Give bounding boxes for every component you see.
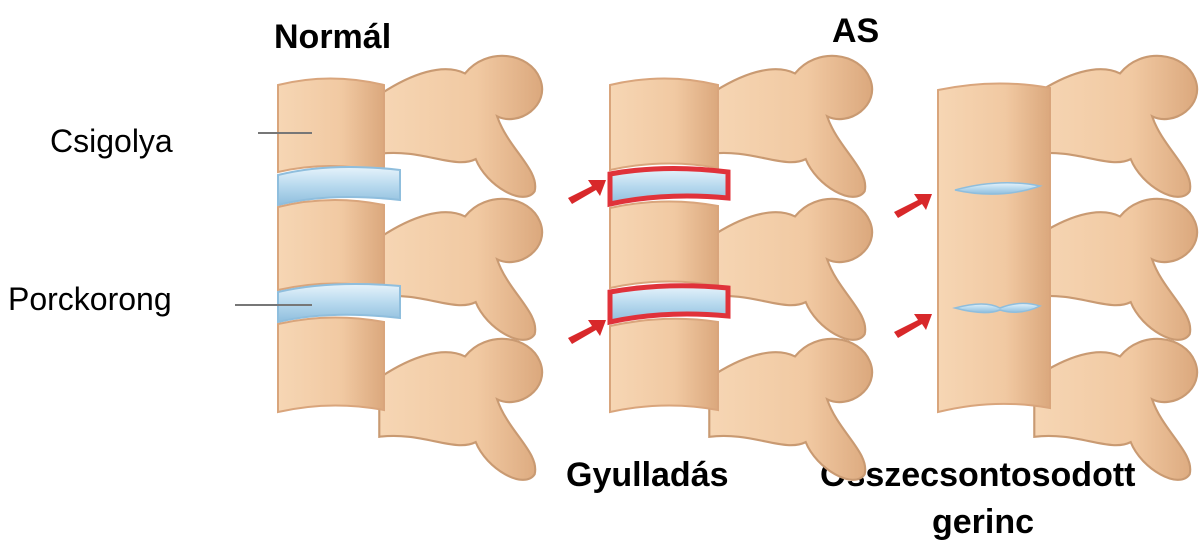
spine-inflammation <box>568 56 872 480</box>
spine-normal <box>235 56 542 480</box>
vertebra-body <box>278 317 384 412</box>
inflamed-disc <box>610 286 728 322</box>
spine-fused <box>894 56 1197 480</box>
vertebra-body <box>278 200 384 290</box>
vertebra-body <box>278 79 384 173</box>
disc <box>278 284 400 322</box>
vertebra-body <box>610 79 718 171</box>
vertebra-body <box>610 319 718 412</box>
arrow-icon <box>894 194 932 218</box>
arrow-icon <box>568 180 606 204</box>
inflamed-disc <box>610 168 728 204</box>
arrow-icon <box>568 320 606 344</box>
arrow-icon <box>894 314 932 338</box>
fused-vertebrae <box>938 83 1050 412</box>
vertebra-body <box>610 201 718 288</box>
